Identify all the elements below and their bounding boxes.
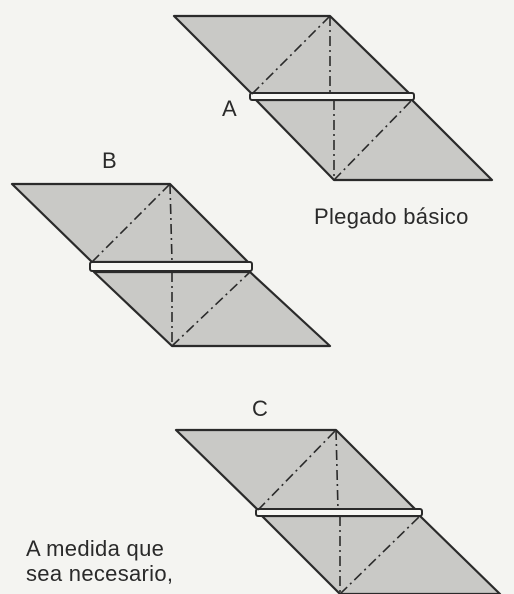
figure-a-label: A — [222, 96, 238, 121]
figure-c-seam — [255, 508, 423, 517]
figure-a-bottom-panel — [254, 98, 494, 182]
figure-a-fold-line — [333, 99, 413, 181]
figure-b-seam — [89, 261, 253, 272]
figure-a-seam — [249, 92, 415, 101]
figure-c-label: C — [252, 396, 269, 421]
basic-fold-caption: Plegado básico — [314, 204, 469, 229]
figure-c — [174, 428, 502, 594]
figure-b-fold-line — [91, 183, 171, 263]
figure-b-fold-line — [169, 183, 173, 263]
figure-a-fold-line — [251, 15, 331, 95]
figure-b-label: B — [102, 148, 118, 173]
note-line-2: sea necesario, — [26, 561, 174, 587]
figure-a — [172, 14, 494, 182]
figure-c-fold-line — [339, 515, 421, 594]
figure-b-fold-line — [171, 271, 251, 347]
note-line-1: A medida que — [26, 536, 165, 561]
figure-c-fold-line — [335, 429, 339, 511]
figure-c-bottom-panel — [260, 514, 502, 594]
figure-c-fold-line — [257, 429, 337, 511]
figure-b — [10, 182, 332, 348]
note-caption: A medida que sea necesario, — [26, 536, 173, 587]
